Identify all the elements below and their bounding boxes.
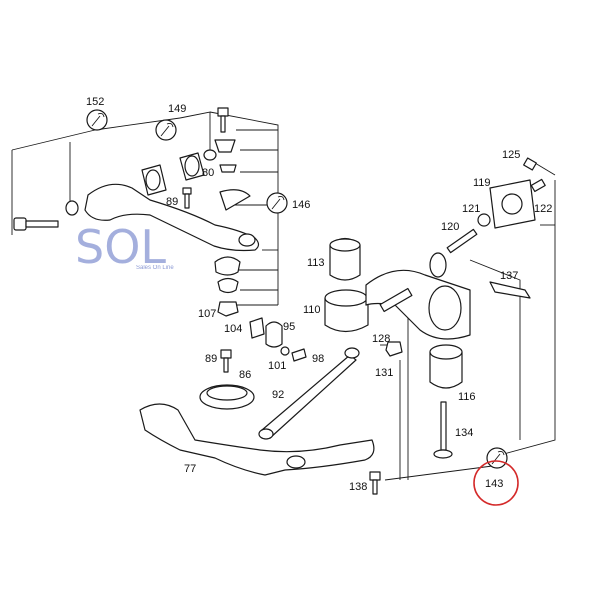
label-86: 86 <box>239 369 251 381</box>
label-146: 146 <box>292 199 310 211</box>
highlight-143: 143 <box>473 460 519 506</box>
wrench-icon-149 <box>155 119 177 141</box>
label-101: 101 <box>268 360 286 372</box>
label-77: 77 <box>184 463 196 475</box>
label-107: 107 <box>198 308 216 320</box>
label-89-lower: 89 <box>205 353 217 365</box>
label-98: 98 <box>312 353 324 365</box>
wrench-icon-152 <box>86 109 108 131</box>
label-80: 80 <box>202 167 214 179</box>
label-121: 121 <box>462 203 480 215</box>
label-125: 125 <box>502 149 520 161</box>
label-143: 143 <box>485 478 503 490</box>
highlight-circle <box>473 460 519 506</box>
label-131: 131 <box>375 367 393 379</box>
label-95: 95 <box>283 321 295 333</box>
label-89-upper: 89 <box>166 196 178 208</box>
label-134: 134 <box>455 427 473 439</box>
label-119: 119 <box>473 177 491 189</box>
label-113: 113 <box>307 257 325 269</box>
svg-text:Sales On Line: Sales On Line <box>136 265 174 271</box>
label-149: 149 <box>168 103 186 115</box>
label-152: 152 <box>86 96 104 108</box>
wrench-icon-146 <box>266 192 288 214</box>
label-116: 116 <box>458 391 476 403</box>
wrench-icon-143 <box>486 447 508 469</box>
label-120: 120 <box>441 221 459 233</box>
subframe-mount-group <box>324 157 546 495</box>
sol-watermark: SOL Sales On Line <box>75 220 174 274</box>
upper-control-arm-group <box>13 107 260 317</box>
label-104: 104 <box>224 323 242 335</box>
label-122: 122 <box>534 203 552 215</box>
label-137: 137 <box>500 270 518 282</box>
part-labels: 152 149 80 89 146 107 104 95 101 98 89 8… <box>86 96 552 493</box>
label-128: 128 <box>372 333 390 345</box>
svg-text:SOL: SOL <box>75 220 166 274</box>
middle-hardware-group <box>139 317 375 476</box>
label-138: 138 <box>349 481 367 493</box>
label-92: 92 <box>272 389 284 401</box>
label-110: 110 <box>303 304 321 316</box>
